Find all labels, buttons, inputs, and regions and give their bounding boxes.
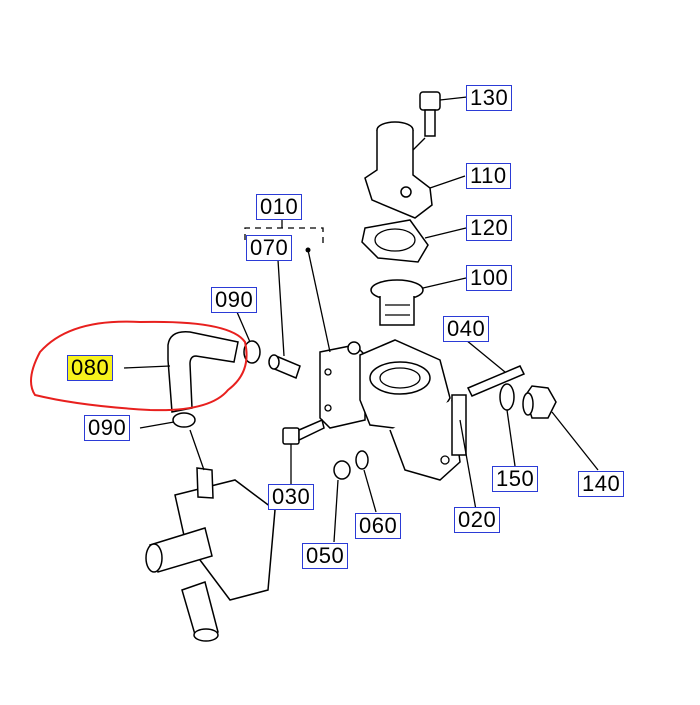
label-070[interactable]: 070 (246, 235, 293, 261)
label-140[interactable]: 140 (578, 471, 625, 497)
hose-080-drawing (123, 331, 239, 413)
pipe-070-drawing (268, 259, 301, 380)
clamp-090-lower-drawing (139, 412, 196, 429)
label-010[interactable]: 010 (256, 194, 303, 220)
label-090-lower[interactable]: 090 (84, 415, 131, 441)
thermostat-cover-110-drawing (364, 121, 466, 219)
washer-060-drawing (355, 450, 377, 513)
label-020[interactable]: 020 (454, 507, 501, 533)
label-080[interactable]: 080 (67, 355, 114, 381)
washer-150-drawing (499, 383, 516, 467)
label-060[interactable]: 060 (355, 513, 402, 539)
label-030[interactable]: 030 (268, 484, 315, 510)
label-120[interactable]: 120 (466, 215, 513, 241)
thermostat-100-drawing (370, 277, 467, 326)
label-150[interactable]: 150 (492, 466, 539, 492)
bolt-030-drawing (282, 418, 325, 484)
stud-040-drawing (465, 339, 526, 397)
water-pump-drawing (145, 429, 276, 642)
clamp-090-upper-drawing (236, 311, 261, 364)
label-090-upper[interactable]: 090 (211, 287, 258, 313)
label-110[interactable]: 110 (466, 163, 511, 189)
gasket-120-drawing (361, 219, 467, 263)
nut-050-drawing (333, 460, 351, 543)
plug-140-drawing (522, 385, 599, 471)
label-130[interactable]: 130 (466, 85, 513, 111)
label-040[interactable]: 040 (443, 316, 490, 342)
label-050[interactable]: 050 (302, 543, 349, 569)
highlight-circle (30, 320, 248, 412)
thermostat-housing-drawing (319, 339, 467, 481)
label-100[interactable]: 100 (466, 265, 513, 291)
bolt-130-drawing (419, 91, 468, 137)
